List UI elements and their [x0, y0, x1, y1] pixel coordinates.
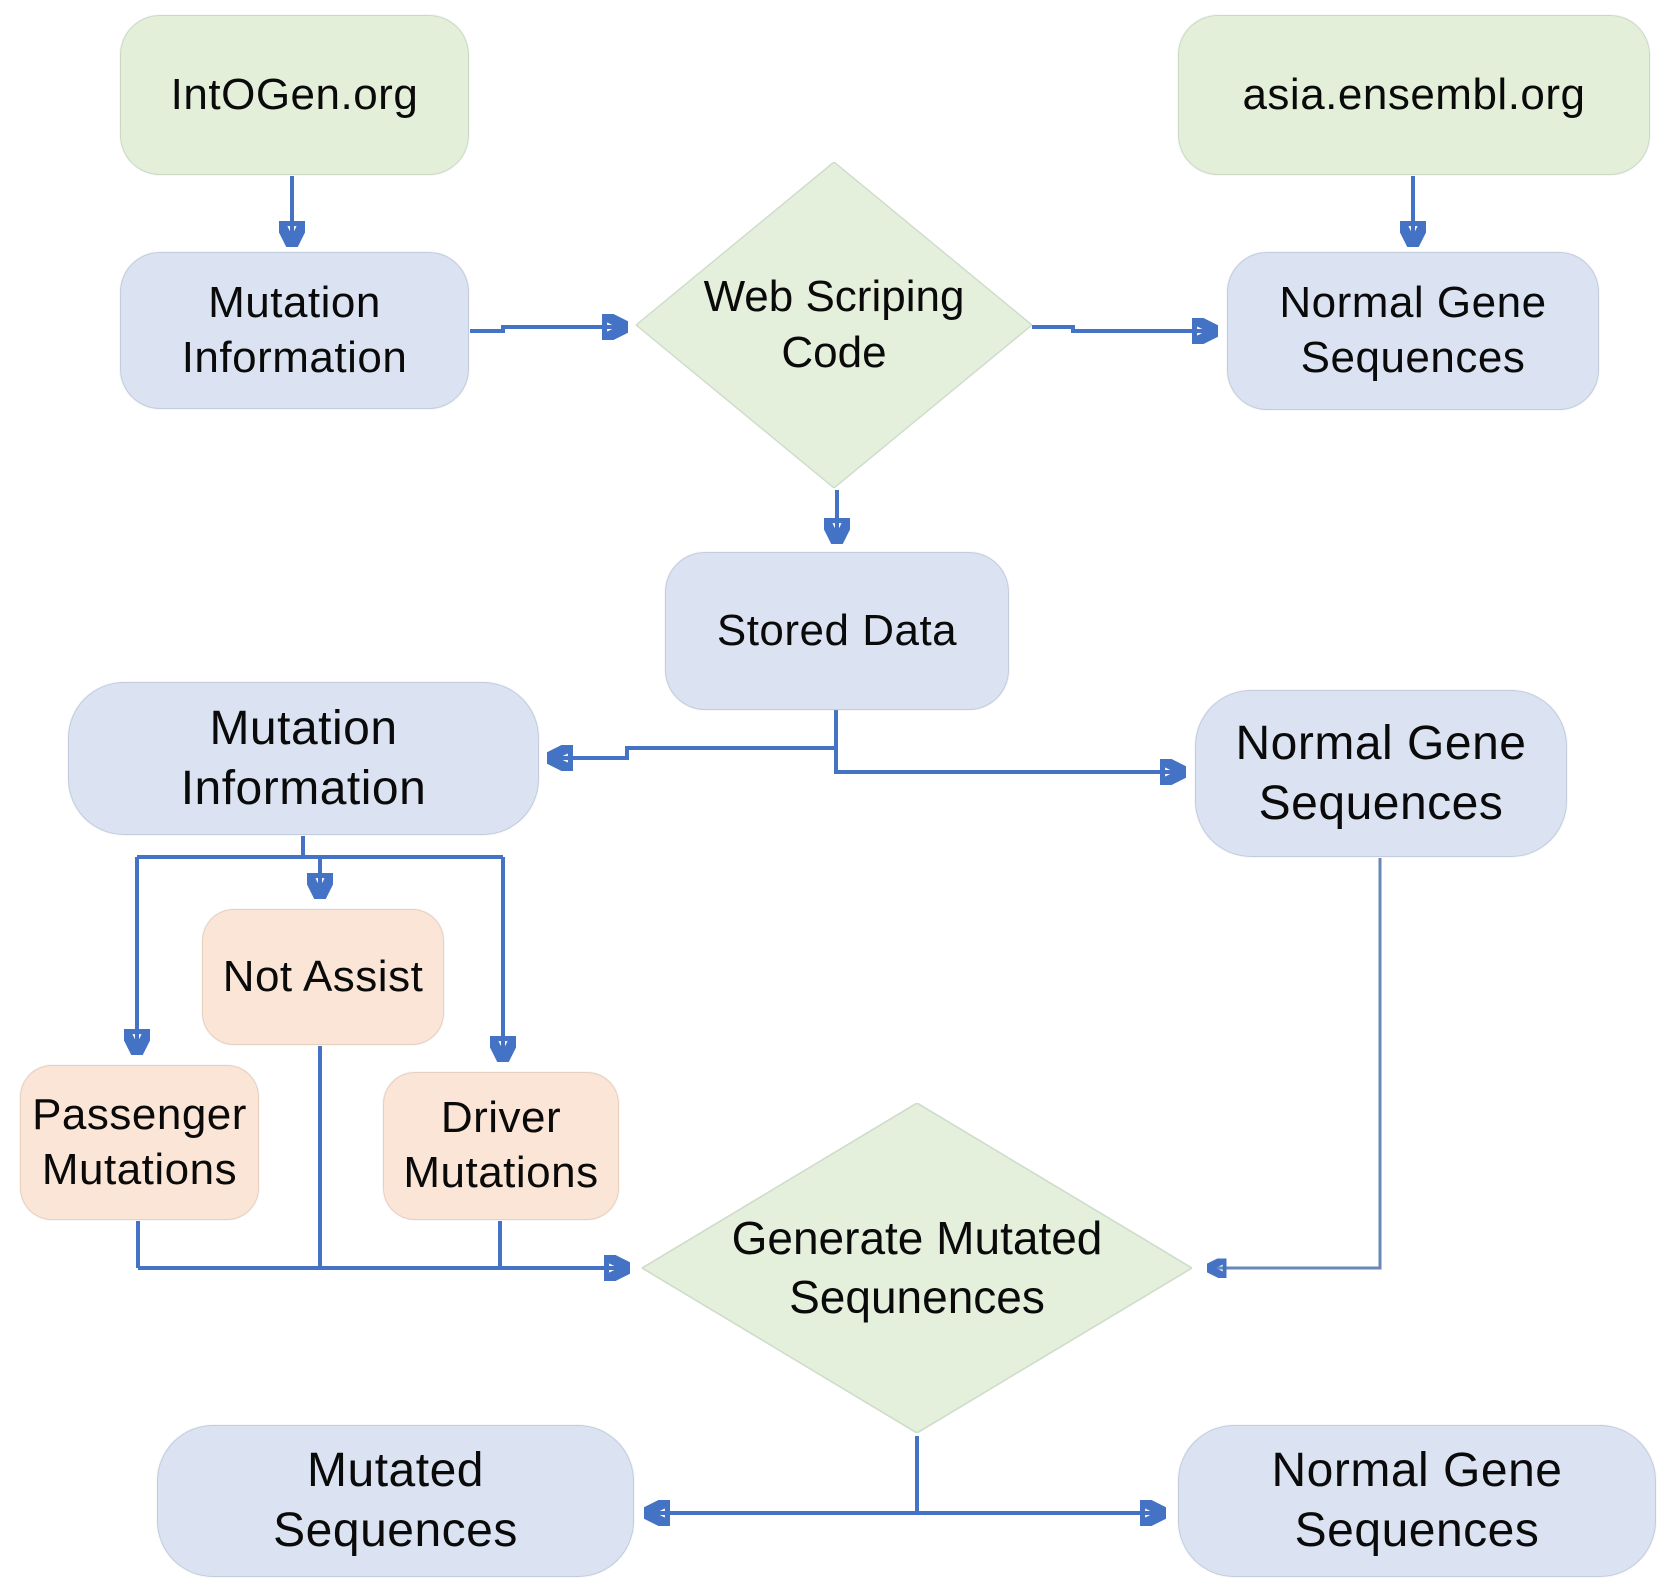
node-mutated-sequences: Mutated Sequences — [157, 1425, 634, 1577]
arrow-mutation-info-to-webscraping — [470, 327, 624, 331]
node-stored-data: Stored Data — [665, 552, 1009, 710]
arrow-normal-gene-mid-to-generate — [1210, 858, 1382, 1268]
diamond-shape — [636, 162, 1032, 488]
node-mutation-information-top: Mutation Information — [120, 252, 469, 409]
node-not-assist: Not Assist — [202, 909, 444, 1045]
arrow-webscraping-to-normal-gene — [1032, 327, 1214, 331]
node-generate-mutated-decision: Generate Mutated Sequnences — [642, 1103, 1192, 1433]
node-web-scraping-decision: Web Scriping Code — [636, 162, 1032, 488]
node-intogen-label: IntOGen.org — [170, 69, 419, 119]
arrow-stored-data-to-normal-gene-mid — [834, 748, 1182, 772]
node-driver-mutations: Driver Mutations — [383, 1072, 619, 1220]
node-intogen: IntOGen.org — [120, 15, 469, 175]
node-generate-mutated-label: Generate Mutated Sequnences — [731, 1212, 1103, 1323]
node-web-scraping-label: Web Scriping Code — [703, 271, 965, 377]
arrow-stored-data-to-mutation-info-mid — [551, 710, 838, 758]
node-mutation-information-mid: Mutation Information — [68, 682, 539, 835]
node-asia-ensembl-label: asia.ensembl.org — [1242, 69, 1586, 119]
node-normal-gene-sequences-top: Normal Gene Sequences — [1227, 252, 1599, 410]
node-normal-gene-sequences-mid: Normal Gene Sequences — [1195, 690, 1567, 857]
node-asia-ensembl: asia.ensembl.org — [1178, 15, 1650, 175]
node-passenger-mutations: Passenger Mutations — [20, 1065, 259, 1220]
node-normal-gene-sequences-bottom: Normal Gene Sequences — [1178, 1425, 1656, 1577]
diamond-shape — [642, 1103, 1192, 1433]
